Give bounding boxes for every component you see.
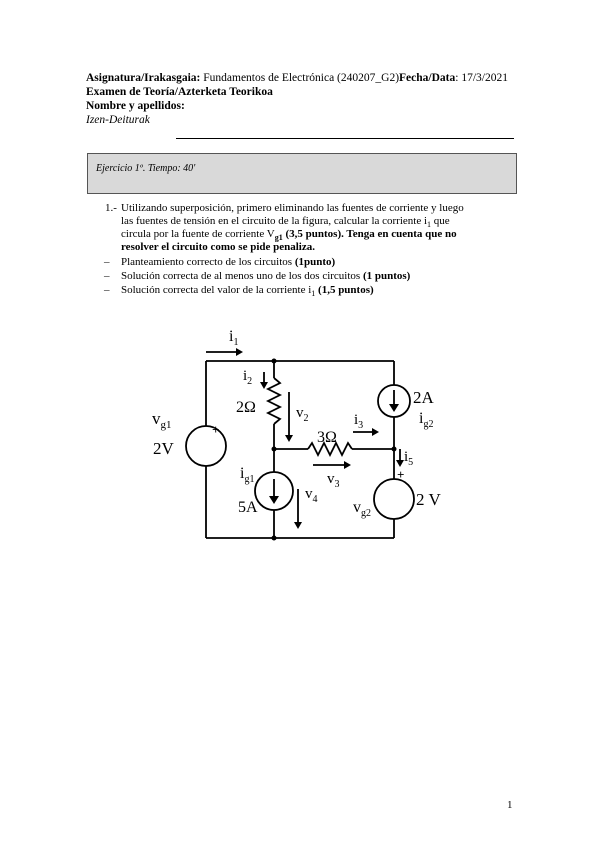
statement-line-3: circula por la fuente de corriente Vg1 (… xyxy=(121,228,457,243)
label-vs1-plus: + xyxy=(212,422,219,437)
name-label: Nombre y apellidos: xyxy=(86,100,185,112)
date-label: Fecha/Data xyxy=(399,72,456,84)
statement-line-4: resolver el circuito como se pide penali… xyxy=(121,241,315,253)
date-value: : 17/3/2021 xyxy=(455,72,508,84)
name-label-basque: Izen-Deiturak xyxy=(86,114,150,126)
label-vs2-plus: + xyxy=(397,467,404,482)
subject-line: Asignatura/Irakasgaia: Fundamentos de El… xyxy=(86,71,508,85)
label-vg1: vg1 xyxy=(152,409,172,431)
criterion-3: Solución correcta del valor de la corrie… xyxy=(121,284,374,299)
statement-line-1: Utilizando superposición, primero elimin… xyxy=(121,202,464,214)
criterion-2: Solución correcta de al menos uno de los… xyxy=(121,270,411,282)
voltage-source-vg1 xyxy=(185,425,227,467)
label-i2: i2 xyxy=(243,368,252,387)
label-vg2: vg2 xyxy=(353,499,371,519)
label-r1: 2Ω xyxy=(236,399,256,416)
label-v2: v2 xyxy=(296,405,309,424)
subject-label: Asignatura/Irakasgaia: xyxy=(86,72,201,84)
label-ig2: ig2 xyxy=(419,410,433,430)
bullet: – xyxy=(104,256,110,268)
label-i3: i3 xyxy=(354,412,363,431)
current-source-ig1 xyxy=(254,471,294,511)
page-number: 1 xyxy=(507,799,513,811)
label-vs2-value: 2 V xyxy=(416,490,441,509)
label-i1: i1 xyxy=(229,328,238,348)
bullet: – xyxy=(104,284,110,296)
exercise-number: 1.- xyxy=(105,202,117,214)
label-i5: i5 xyxy=(404,449,413,468)
resistor-2ohm xyxy=(265,377,283,425)
label-v4: v4 xyxy=(305,486,318,505)
label-v3: v3 xyxy=(327,471,340,490)
exercise-header-box: Ejercicio 1º. Tiempo: 40' xyxy=(87,153,517,194)
resistor-3ohm xyxy=(307,440,353,458)
label-vs1-value: 2V xyxy=(153,439,175,458)
name-signature-line xyxy=(176,138,514,139)
bullet: – xyxy=(104,270,110,282)
statement-line-2: las fuentes de tensión en el circuito de… xyxy=(121,215,450,230)
label-cs2-value: 2A xyxy=(413,388,435,407)
criterion-1: Planteamiento correcto de los circuitos … xyxy=(121,256,336,268)
voltage-source-vg2 xyxy=(373,478,415,520)
label-r2: 3Ω xyxy=(317,429,337,446)
exam-title: Examen de Teoría/Azterketa Teorikoa xyxy=(86,86,273,98)
label-cs1-value: 5A xyxy=(238,499,258,516)
label-ig1: ig1 xyxy=(240,465,254,485)
exercise-time-label: Ejercicio 1º. Tiempo: 40' xyxy=(96,163,196,174)
current-source-ig2 xyxy=(377,384,411,418)
subject-value: Fundamentos de Electrónica (240207_G2) xyxy=(200,72,400,84)
